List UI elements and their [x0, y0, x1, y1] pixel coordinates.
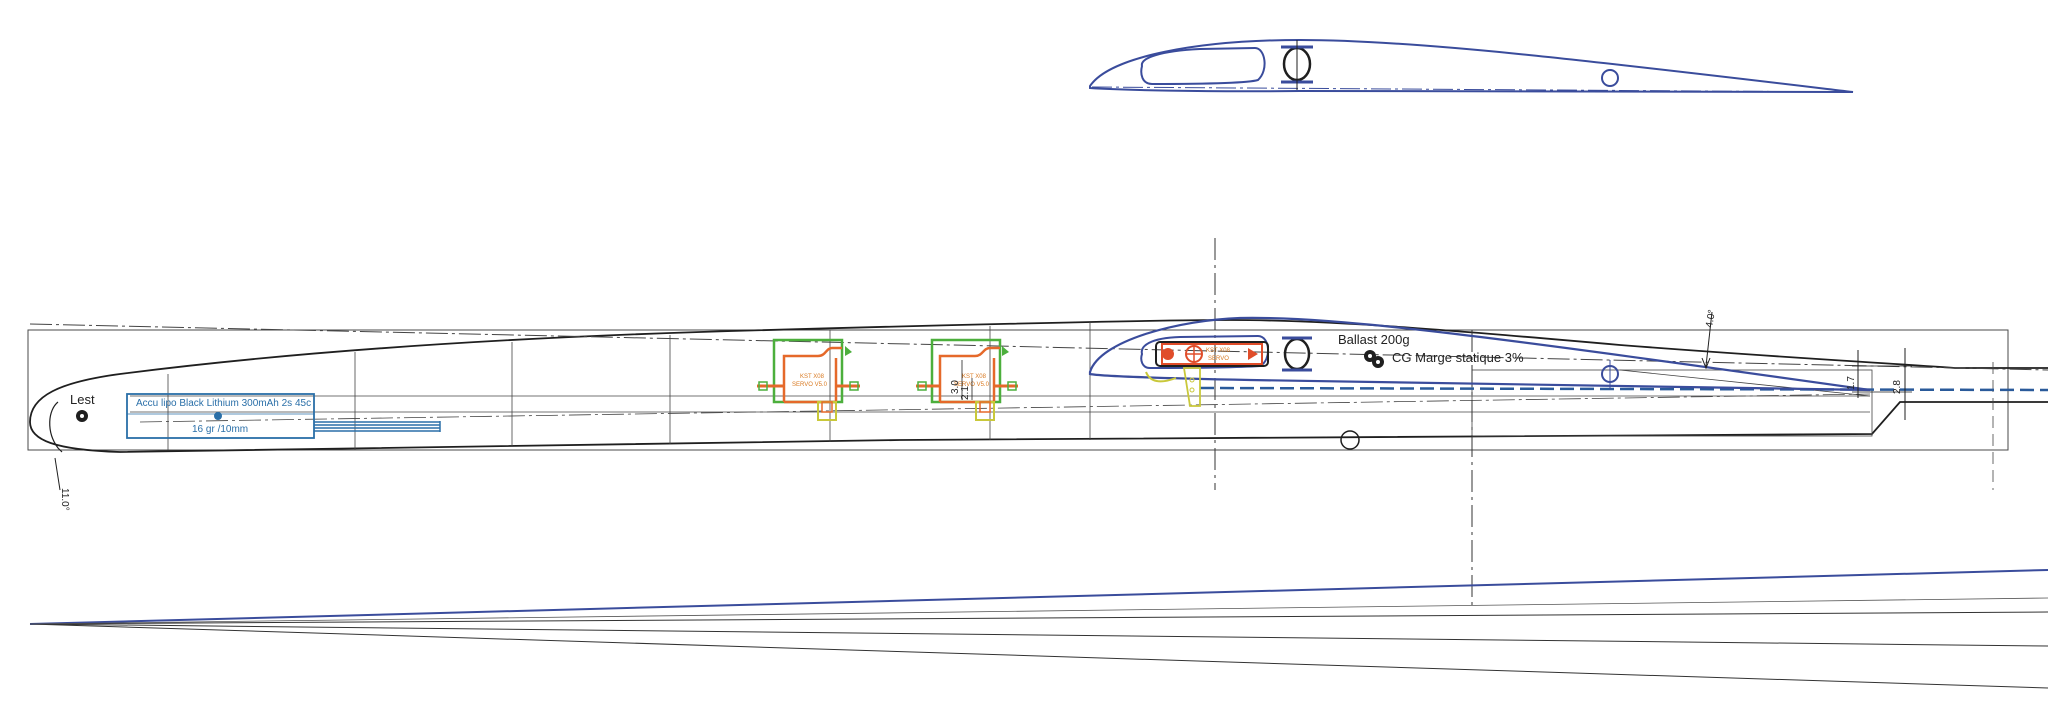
servo-2-label-line1: KST X08 [962, 374, 987, 380]
ballast-holder: KST X08 SERVO [1155, 341, 1269, 367]
servo-2: KST X08 SERVO V5.0 3.0 2.1 [916, 338, 1018, 421]
horn-hole-1 [1189, 377, 1195, 383]
nose-cone [49, 401, 63, 453]
plan-line-2 [29, 623, 2048, 647]
lest-label: Lest [70, 392, 95, 407]
ballast-weight-icon-1 [1162, 348, 1174, 360]
tail-dim-2-label: 2.8 [1892, 380, 1903, 394]
servo-1-body [782, 346, 842, 402]
ballast-label: Ballast 200g [1338, 332, 1410, 347]
servo-1-foot-inner [821, 401, 833, 413]
tail-dim-1-label: 1.7 [1846, 376, 1857, 390]
servo-2-output-icon [1002, 346, 1009, 356]
root-joiner-hole [1283, 337, 1311, 371]
nose-angle-label: 11.0° [59, 488, 70, 511]
bottom-marker-circle [1340, 430, 1360, 450]
tail-box-diagonal [1619, 369, 1871, 397]
airfoil-pin-hole [1601, 69, 1619, 87]
battery-pack: Accu lipo Black Lithium 300mAh 2s 45c 16… [126, 393, 441, 439]
servo-1-label-line2: SERVO V5.0 [792, 382, 828, 388]
wing-root-airfoil [1088, 316, 1871, 392]
plan-line-4 [29, 597, 2048, 625]
lest-marker-dot [80, 414, 84, 418]
ballast-arrow-icon [1248, 348, 1258, 360]
cg-marker-dot [1368, 354, 1372, 358]
plan-view [29, 569, 2048, 689]
tail-angle-line [1705, 311, 1713, 367]
battery-spec: 16 gr /10mm [192, 424, 248, 435]
horn-arm [1182, 367, 1201, 407]
servo-2-body [938, 346, 1000, 402]
tail-angle-arrow [1701, 357, 1711, 370]
ballast-box-line2: SERVO [1208, 356, 1229, 362]
servo-2-screw-right [1007, 381, 1017, 391]
nose-angle-line [54, 457, 61, 491]
servo-2-foot-inner [979, 401, 991, 413]
servo-2-screw-left [917, 381, 927, 391]
battery-connector-icon [214, 412, 222, 420]
root-airfoil-outline [1088, 316, 1871, 392]
servo-1-screw-right [849, 381, 859, 391]
blue-centerline [1199, 386, 2048, 392]
side-view: Lest 11.0° Accu lipo Black Lithium 300mA… [27, 238, 2048, 605]
control-horn [1145, 367, 1201, 407]
plan-line-3 [29, 623, 2048, 689]
servo-2-foot [975, 401, 995, 421]
cg-label: CG Marge statique 3% [1392, 350, 1524, 365]
plan-leading-edge [29, 569, 2048, 625]
battery-title: Accu lipo Black Lithium 300mAh 2s 45c [136, 398, 311, 409]
ballast-box-line1: KST X08 [1206, 348, 1231, 354]
servo-1-screw-left [758, 381, 768, 391]
tail-angle-label: 4.0° [1704, 309, 1718, 329]
servo-1: KST X08 SERVO V5.0 [757, 338, 860, 421]
wing-airfoil-section [1089, 38, 1854, 93]
airfoil-spar-cutout [1140, 46, 1266, 86]
horn-link [1145, 371, 1177, 383]
airfoil-chord-line [1091, 86, 1854, 93]
ballast-holder-frame [1155, 341, 1269, 367]
fuselage-outline [29, 319, 2048, 423]
dashdot-axis [29, 323, 2048, 371]
plan-line-1 [29, 611, 2048, 625]
servo-1-output-icon [845, 346, 852, 356]
cg-marker-2-dot [1376, 360, 1380, 364]
servo-2-dim-width: 2.1 [960, 386, 971, 400]
dashdot-axis-2 [139, 393, 1871, 423]
battery-outline [126, 393, 315, 439]
tail-box [1471, 369, 1873, 437]
horn-hole-2 [1189, 387, 1195, 393]
servo-2-dim-height: 3.0 [950, 380, 961, 394]
servo-1-label-line1: KST X08 [800, 374, 825, 380]
fuselage-bottom [29, 401, 2048, 453]
